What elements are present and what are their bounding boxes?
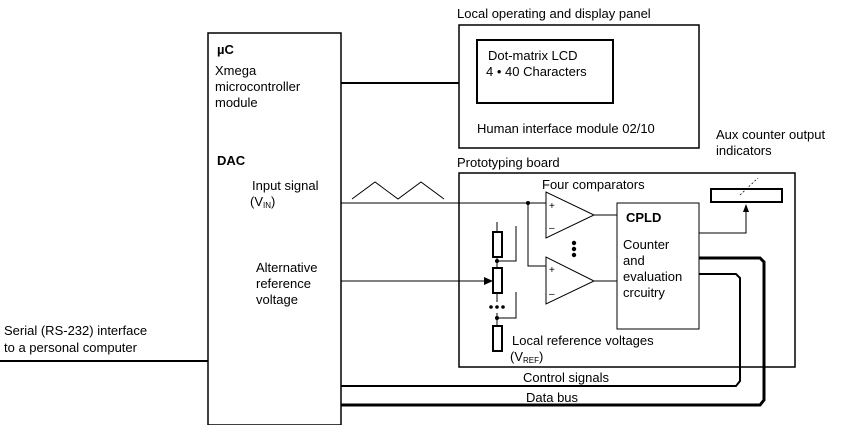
cpld-line3: evaluation xyxy=(623,269,682,284)
tap-wire xyxy=(497,292,517,319)
panel-block xyxy=(458,24,700,149)
mcu-line3: module xyxy=(215,95,258,110)
resistor-1 xyxy=(492,231,503,258)
comp4-minus: – xyxy=(549,289,555,300)
comparator-4 xyxy=(545,256,596,305)
ellipsis-dot xyxy=(571,252,577,258)
resistor-2 xyxy=(492,267,503,294)
comp4-plus: + xyxy=(549,265,555,276)
aux-indicator-block xyxy=(710,188,783,203)
data-bus-line xyxy=(341,256,766,407)
cpld-line2: and xyxy=(623,253,645,268)
alt-ref-line1: Alternative xyxy=(256,260,317,275)
ellipsis-dot xyxy=(501,305,505,309)
microcontroller-block xyxy=(207,32,342,425)
ellipsis-dot xyxy=(495,305,499,309)
serial-line2: to a personal computer xyxy=(4,340,138,355)
ellipsis-dot xyxy=(571,240,577,246)
ellipsis-dot xyxy=(489,305,493,309)
panel-title: Local operating and display panel xyxy=(457,6,651,21)
tap-wire xyxy=(497,226,517,262)
cpld-block xyxy=(616,202,700,330)
data-bus-label: Data bus xyxy=(526,390,579,405)
comp1-plus: + xyxy=(549,201,555,212)
arrow-right-icon xyxy=(484,277,493,285)
input-signal-vin-open: (VIN) xyxy=(250,194,275,210)
comparator-1 xyxy=(545,191,596,239)
comparators-label: Four comparators xyxy=(542,177,645,192)
control-signals-line xyxy=(341,273,741,387)
cpld-line4: crcuitry xyxy=(623,285,665,300)
comp1-minus: – xyxy=(549,223,555,234)
panel-module-label: Human interface module 02/10 xyxy=(477,121,655,136)
indicator-slash xyxy=(739,177,759,196)
arrow-up-icon xyxy=(743,204,749,212)
lcd-block xyxy=(476,39,614,104)
aux-line2: indicators xyxy=(716,143,772,158)
serial-line1: Serial (RS-232) interface xyxy=(4,323,147,338)
control-signals-label: Control signals xyxy=(523,370,609,385)
input-signal-label: Input signal xyxy=(252,178,319,193)
mcu-line1: Xmega xyxy=(215,63,257,78)
board-title: Prototyping board xyxy=(457,155,560,170)
mcu-title: µC xyxy=(217,42,234,57)
dac-label: DAC xyxy=(217,153,246,168)
comp2-plus-wire xyxy=(527,203,546,267)
cpld-line1: Counter xyxy=(623,237,670,252)
cpld-title: CPLD xyxy=(626,210,661,225)
alt-ref-line2: reference xyxy=(256,276,311,291)
ellipsis-dot xyxy=(571,246,577,252)
prototyping-board-block xyxy=(458,172,796,368)
aux-line1: Aux counter output xyxy=(716,127,826,142)
lcd-line2: 4 • 40 Characters xyxy=(486,64,587,79)
triangle-waveform-icon xyxy=(351,181,445,200)
vref-label: (VREF) xyxy=(510,349,543,365)
resistor-3 xyxy=(492,325,503,352)
alt-ref-line3: voltage xyxy=(256,292,298,307)
lcd-line1: Dot-matrix LCD xyxy=(488,48,578,63)
mcu-line2: microcontroller xyxy=(215,79,301,94)
local-ref-label: Local reference voltages xyxy=(512,333,654,348)
aux-output-wire xyxy=(699,210,747,234)
